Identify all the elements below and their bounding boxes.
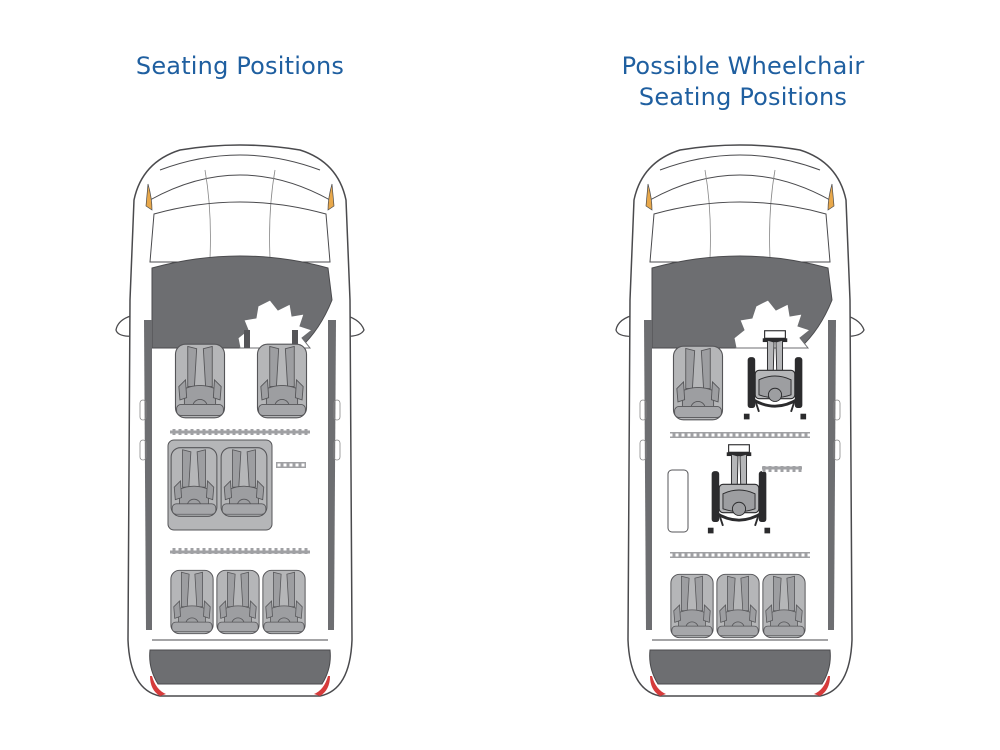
- driver-seat-person-icon: [672, 345, 724, 421]
- title-wheelchair-positions: Possible Wheelchair Seating Positions: [583, 51, 903, 113]
- fold-up-seat-icon: [667, 469, 689, 533]
- third-row-person-icon: [216, 569, 260, 635]
- third-row-person-icon: [170, 569, 214, 635]
- tie-down-track-icon: [670, 432, 810, 438]
- title-wheelchair-line2: Seating Positions: [638, 83, 848, 111]
- tie-down-track-icon: [276, 462, 306, 468]
- passenger-seat-person-icon: [256, 343, 308, 419]
- driver-seat-person-icon: [174, 343, 226, 419]
- seat-latch-icon: [244, 330, 250, 348]
- tie-down-track-icon: [762, 466, 802, 472]
- second-row-person-icon: [220, 447, 268, 517]
- third-row-person-icon: [762, 573, 806, 639]
- third-row-person-icon: [262, 569, 306, 635]
- tie-down-track-icon: [170, 429, 310, 435]
- tie-down-track-icon: [670, 552, 810, 558]
- van-seating-diagram: [115, 144, 365, 697]
- second-row-person-icon: [170, 447, 218, 517]
- seat-latch-icon: [292, 330, 298, 348]
- title-seating-positions: Seating Positions: [135, 52, 345, 80]
- third-row-person-icon: [670, 573, 714, 639]
- third-row-person-icon: [716, 573, 760, 639]
- van-wheelchair-diagram: [615, 144, 865, 697]
- title-wheelchair-line1: Possible Wheelchair: [621, 52, 865, 80]
- tie-down-track-icon: [170, 548, 310, 554]
